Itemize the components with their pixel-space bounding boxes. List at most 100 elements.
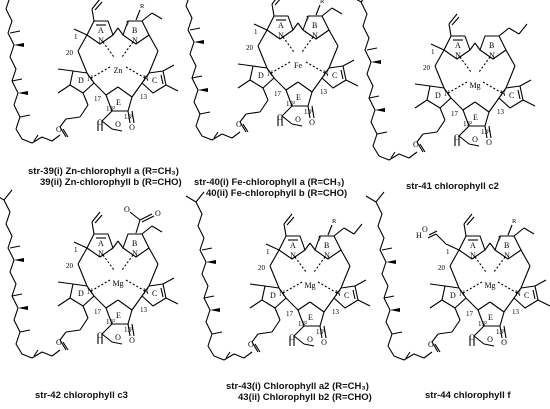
r-label: R	[332, 218, 337, 225]
position-1-label: 1	[74, 33, 78, 41]
structure-chlorophyll-c3: O O Mg A B C D E 1 20 17 13 13² 13¹	[0, 189, 179, 359]
ring-a-label: A	[98, 239, 104, 248]
metal-label: Mg	[469, 81, 480, 90]
caption-line: str-43(i) Chlorophyll a2 (R=CH₃)	[226, 381, 369, 392]
ring-e-label: E	[116, 311, 121, 320]
position-7-label: 7	[498, 235, 502, 243]
ring-e-label: E	[296, 93, 301, 102]
svg-text:O: O	[422, 225, 428, 234]
position-13-1-label: 13¹	[124, 326, 133, 334]
svg-text:O: O	[155, 209, 161, 218]
caption-str-44: str-44 chlorophyll f	[425, 390, 511, 401]
ring-e-label: E	[308, 313, 313, 322]
ring-a-label: A	[290, 241, 296, 250]
position-13-label: 13	[332, 308, 340, 316]
position-17-label: 17	[286, 310, 294, 318]
ring-c-label: C	[332, 71, 337, 80]
structure-chlorophyll-a2-b2: Mg R 7 A B C D E 1 20 17 13 13² 13¹	[185, 191, 371, 361]
position-7-label: 7	[318, 235, 322, 243]
caption-line: str-42 chlorophyll c3	[35, 390, 128, 401]
position-20-label: 20	[258, 264, 266, 272]
position-17-label: 17	[94, 308, 102, 316]
ring-b-label: B	[324, 241, 329, 250]
ring-d-label: D	[258, 71, 264, 80]
position-1-label: 1	[254, 28, 258, 36]
metal-label: Zn	[114, 66, 123, 75]
position-13-1-label: 13¹	[481, 128, 490, 136]
r-label: R	[320, 0, 325, 5]
position-1-label: 1	[431, 48, 435, 56]
position-7-label: 7	[306, 15, 310, 23]
caption-str-42: str-42 chlorophyll c3	[35, 390, 128, 401]
structure-chlorophyll-f: H O Mg R 7 A B C D E 1 20 17 13 13² 13¹	[365, 191, 550, 361]
position-1-label: 1	[266, 248, 270, 256]
ring-b-label: B	[504, 241, 509, 250]
ring-b-label: B	[132, 239, 137, 248]
position-13-label: 13	[512, 308, 520, 316]
ring-e-label: E	[488, 313, 493, 322]
caption-line: 43(ii) Chlorophyll b2 (R=CHO)	[238, 392, 372, 403]
caption-line: str-39(i) Zn-chlorophyll a (R=CH₃)	[28, 166, 179, 177]
ring-b-label: B	[132, 26, 137, 35]
ring-c-label: C	[344, 291, 349, 300]
structure-chlorophyll-c2: Mg A B C D E 1 20 17 13 13² 13¹	[350, 0, 536, 161]
ring-c-label: C	[509, 91, 514, 100]
position-20-label: 20	[246, 44, 254, 52]
ring-d-label: D	[78, 289, 84, 298]
caption-str-41: str-41 chlorophyll c2	[406, 181, 499, 192]
metal-label: Mg	[484, 281, 495, 290]
position-13-2-label: 13²	[298, 320, 307, 328]
caption-line: 40(ii) Fe-chlorophyll b (R=CHO)	[206, 188, 348, 199]
position-13-2-label: 13²	[286, 100, 295, 108]
caption-str-39: str-39(i) Zn-chlorophyll a (R=CH₃) 39(ii…	[28, 166, 182, 188]
position-13-1-label: 13¹	[124, 113, 133, 121]
position-13-1-label: 13¹	[316, 328, 325, 336]
position-1-label: 1	[446, 248, 450, 256]
caption-line: str-40(i) Fe-chlorophyll a (R=CH₃)	[194, 177, 345, 188]
position-13-2-label: 13²	[463, 120, 472, 128]
svg-text:H: H	[416, 231, 422, 240]
metal-label: Mg	[112, 279, 123, 288]
caption-line: 39(ii) Zn-chlorophyll b (R=CHO)	[40, 177, 182, 188]
position-13-1-label: 13¹	[496, 328, 505, 336]
position-17-label: 17	[451, 110, 459, 118]
ring-d-label: D	[450, 291, 456, 300]
position-20-label: 20	[438, 264, 446, 272]
position-13-2-label: 13²	[106, 105, 115, 113]
ring-e-label: E	[473, 113, 478, 122]
caption-str-43: str-43(i) Chlorophyll a2 (R=CH₃) 43(ii) …	[226, 381, 372, 403]
position-13-label: 13	[140, 306, 148, 314]
ring-d-label: D	[435, 91, 441, 100]
metal-label: Mg	[304, 281, 315, 290]
ring-a-label: A	[470, 241, 476, 250]
structure-fe-chlorophyll: Fe R 7 A B C D E 1 20 17 13 13² 13¹	[173, 0, 359, 141]
ring-c-label: C	[152, 76, 157, 85]
r-label: R	[512, 218, 517, 225]
ring-a-label: A	[278, 21, 284, 30]
ring-b-label: B	[489, 41, 494, 50]
position-13-2-label: 13²	[106, 318, 115, 326]
ring-a-label: A	[98, 26, 104, 35]
position-20-label: 20	[66, 262, 74, 270]
caption-line: str-41 chlorophyll c2	[406, 181, 499, 192]
position-20-label: 20	[423, 64, 431, 72]
ring-c-label: C	[524, 291, 529, 300]
ring-b-label: B	[312, 21, 317, 30]
position-1-label: 1	[74, 246, 78, 254]
svg-text:O: O	[124, 205, 130, 214]
position-13-2-label: 13²	[478, 320, 487, 328]
position-13-label: 13	[140, 93, 148, 101]
ring-d-label: D	[78, 76, 84, 85]
position-13-label: 13	[497, 108, 505, 116]
metal-label: Fe	[294, 61, 302, 70]
caption-str-40: str-40(i) Fe-chlorophyll a (R=CH₃) 40(ii…	[194, 177, 347, 199]
ring-d-label: D	[270, 291, 276, 300]
caption-line: str-44 chlorophyll f	[425, 390, 511, 401]
position-17-label: 17	[94, 95, 102, 103]
position-7-label: 7	[126, 20, 130, 28]
position-13-label: 13	[320, 88, 328, 96]
position-17-label: 17	[274, 90, 282, 98]
r-label: R	[140, 3, 145, 10]
